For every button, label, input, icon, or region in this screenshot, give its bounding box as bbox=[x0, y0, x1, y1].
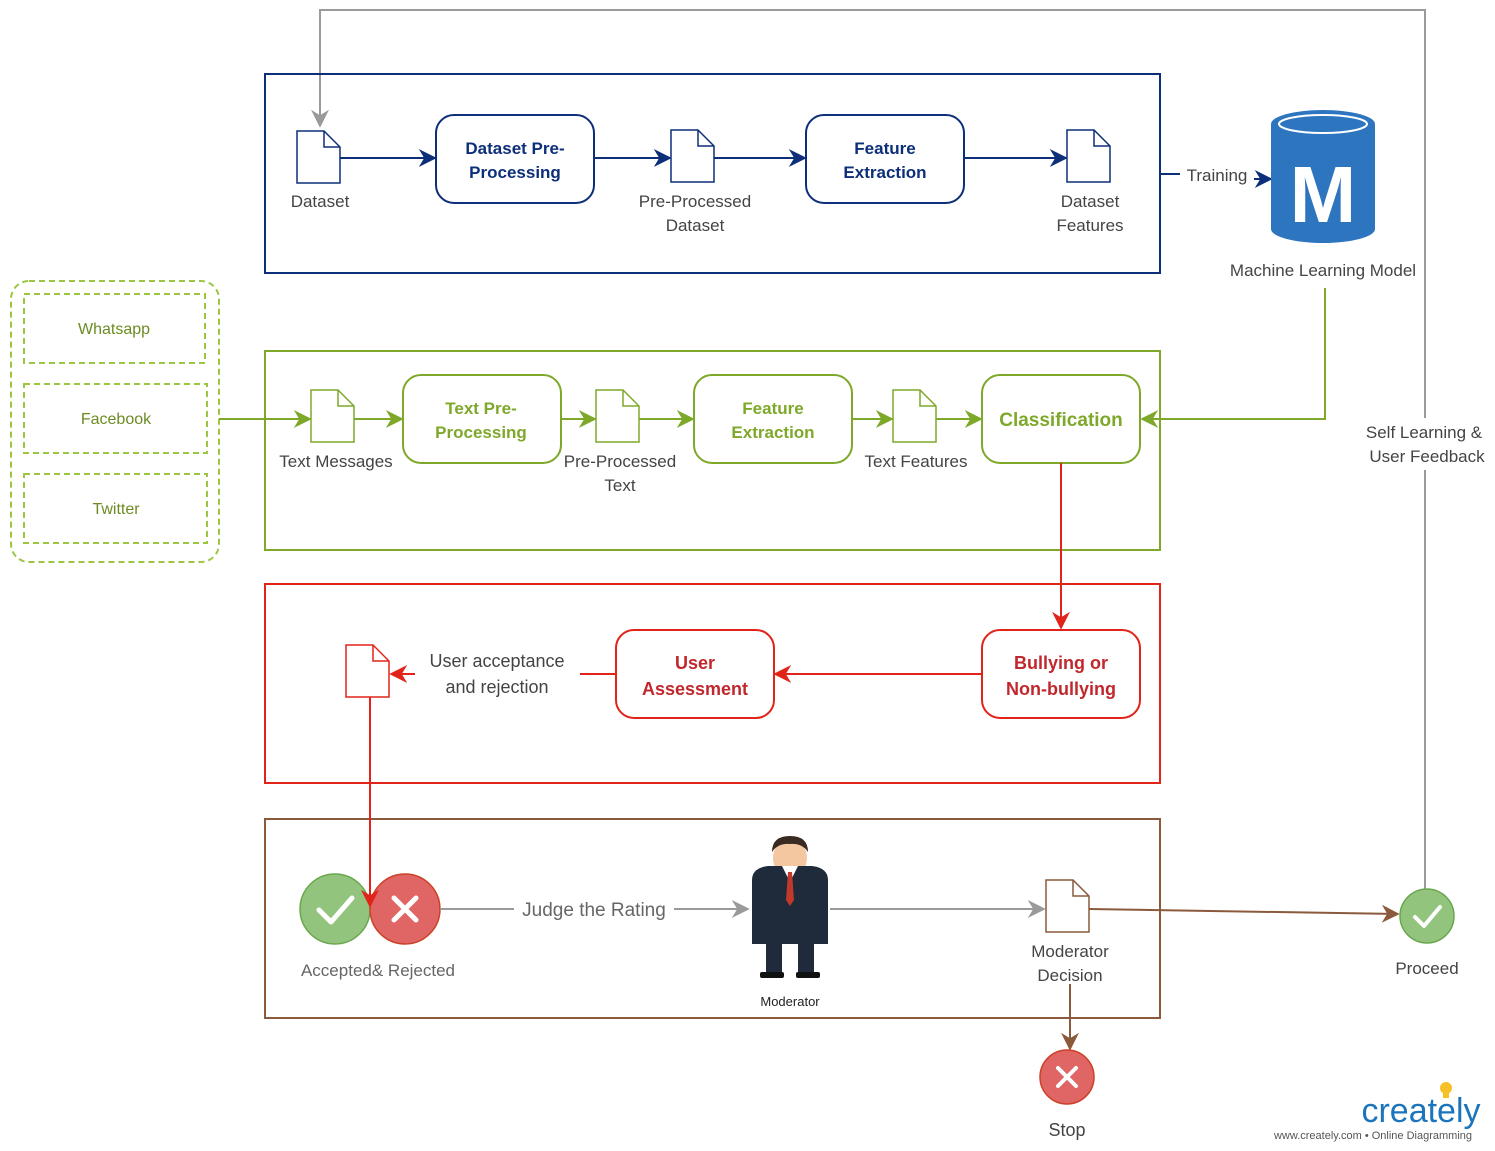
source-whatsapp[interactable] bbox=[23, 293, 206, 364]
dataset-features-document-icon bbox=[1066, 129, 1111, 183]
decision-to-proceed-connector bbox=[1088, 904, 1400, 923]
source-twitter-label: Twitter bbox=[92, 501, 140, 518]
acceptance-label-bg bbox=[415, 645, 580, 700]
model-letter: M bbox=[1290, 150, 1357, 239]
dataset-feature-extraction-label-1: Feature bbox=[854, 139, 915, 158]
preprocessed-dataset-label-1: Pre-Processed bbox=[639, 192, 751, 211]
acceptance-label-1: User acceptance bbox=[429, 651, 564, 671]
user-assessment-label-2: Assessment bbox=[642, 679, 748, 699]
stop-label: Stop bbox=[1048, 1120, 1085, 1140]
preprocessed-dataset-document-icon bbox=[670, 129, 715, 183]
text-messages-label: Text Messages bbox=[279, 452, 392, 471]
sources-group bbox=[10, 280, 220, 563]
dataset-feature-extraction-node[interactable] bbox=[805, 114, 965, 204]
text-preprocessing-label-1: Text Pre- bbox=[445, 399, 517, 418]
moderator-label: Moderator bbox=[760, 994, 820, 1009]
creately-logo: creately bbox=[1361, 1082, 1481, 1130]
dataset-document-icon bbox=[296, 130, 341, 184]
user-assessment-label-1: User bbox=[675, 653, 715, 673]
dataset-label: Dataset bbox=[291, 192, 350, 211]
self-learning-label-bg bbox=[1360, 418, 1490, 470]
text-feature-extraction-node[interactable] bbox=[693, 374, 853, 464]
text-features-document-icon bbox=[892, 389, 937, 443]
accepted-check-icon bbox=[299, 873, 371, 945]
dataset-preprocessing-label-2: Processing bbox=[469, 163, 561, 182]
moderator-person-icon bbox=[752, 836, 828, 978]
moderation-section bbox=[264, 818, 1161, 1019]
assessment-section bbox=[264, 583, 1161, 784]
source-whatsapp-label: Whatsapp bbox=[78, 321, 150, 338]
proceed-label: Proceed bbox=[1395, 959, 1458, 978]
creately-logo-text: creately bbox=[1361, 1092, 1480, 1130]
source-twitter[interactable] bbox=[23, 473, 208, 544]
dataset-preprocessing-node[interactable] bbox=[435, 114, 595, 204]
model-to-classification-connector bbox=[1140, 288, 1326, 428]
source-facebook-label: Facebook bbox=[81, 411, 152, 428]
creately-tagline: www.creately.com • Online Diagramming bbox=[1273, 1130, 1472, 1142]
self-learning-label-2: User Feedback bbox=[1369, 447, 1485, 466]
preprocessed-dataset-label-2: Dataset bbox=[666, 216, 725, 235]
rejected-cross-icon bbox=[369, 873, 441, 945]
classification-label: Classification bbox=[999, 410, 1123, 431]
preprocessed-text-label-1: Pre-Processed bbox=[564, 452, 676, 471]
proceed-check-icon bbox=[1399, 888, 1455, 944]
judge-label: Judge the Rating bbox=[522, 900, 666, 921]
text-features-label: Text Features bbox=[865, 452, 968, 471]
training-label: Training bbox=[1187, 166, 1248, 185]
moderator-decision-label-1: Moderator bbox=[1031, 942, 1109, 961]
acceptance-document-icon bbox=[345, 644, 390, 698]
dataset-feature-extraction-label-2: Extraction bbox=[843, 163, 926, 182]
bullying-decision-node[interactable] bbox=[981, 629, 1141, 719]
user-assessment-node[interactable] bbox=[615, 629, 775, 719]
source-facebook[interactable] bbox=[23, 383, 208, 454]
dataset-features-label-1: Dataset bbox=[1061, 192, 1120, 211]
moderator-decision-label-2: Decision bbox=[1037, 966, 1102, 985]
moderator-decision-document-icon bbox=[1045, 879, 1090, 933]
text-messages-document-icon bbox=[310, 389, 355, 443]
text-feature-extraction-label-1: Feature bbox=[742, 399, 803, 418]
stop-cross-icon bbox=[1039, 1049, 1095, 1105]
dataset-preprocessing-label-1: Dataset Pre- bbox=[465, 139, 564, 158]
self-learning-label-1: Self Learning & bbox=[1366, 423, 1483, 442]
classification-section bbox=[264, 350, 1161, 551]
text-feature-extraction-label-2: Extraction bbox=[731, 423, 814, 442]
machine-learning-model-database-icon[interactable]: M bbox=[1271, 110, 1375, 243]
accepted-rejected-label: Accepted& Rejected bbox=[301, 961, 455, 980]
acceptance-label-2: and rejection bbox=[445, 677, 548, 697]
bullying-decision-label-2: Non-bullying bbox=[1006, 679, 1116, 699]
preprocessed-text-document-icon bbox=[595, 389, 640, 443]
bullying-decision-label-1: Bullying or bbox=[1014, 653, 1108, 673]
dataset-features-label-2: Features bbox=[1056, 216, 1123, 235]
preprocessed-text-label-2: Text bbox=[604, 476, 635, 495]
model-label: Machine Learning Model bbox=[1230, 261, 1416, 280]
text-preprocessing-label-2: Processing bbox=[435, 423, 527, 442]
text-preprocessing-node[interactable] bbox=[402, 374, 562, 464]
